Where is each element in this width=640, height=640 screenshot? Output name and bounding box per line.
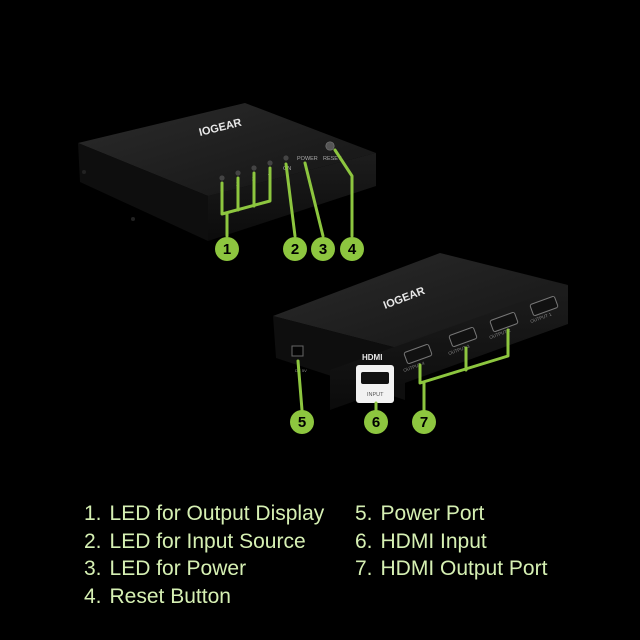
legend-item-1: 1. LED for Output Display — [84, 500, 324, 528]
led-3 — [251, 165, 257, 171]
callout-circle-3 — [311, 237, 335, 261]
reset-label: RESET — [323, 156, 342, 162]
hdmi-output-port-3[interactable] — [448, 326, 478, 348]
power-label: POWER — [297, 156, 318, 162]
legend-item-4: 4. Reset Button — [84, 583, 324, 611]
legend-item-2: 2. LED for Input Source — [84, 528, 324, 556]
callout-circle-5 — [290, 410, 314, 434]
callout-circle-6 — [364, 410, 388, 434]
callout-circle-4 — [340, 237, 364, 261]
legend-number: 6. — [355, 529, 373, 553]
hdmi-output-port-1[interactable] — [529, 295, 559, 317]
legend-text: LED for Power — [109, 557, 247, 580]
callout-circle-2 — [283, 237, 307, 261]
hdmi-input-label: INPUT — [367, 392, 384, 398]
bottom-device-top-face — [273, 253, 568, 350]
legend-text: LED for Input Source — [109, 529, 306, 553]
dc-label: DC 5V — [295, 368, 307, 373]
legend-item-7: 7. HDMI Output Port — [355, 555, 547, 583]
legend-number: 1. — [84, 502, 102, 525]
legend-number: 4. — [84, 584, 102, 608]
callout-number-4: 4 — [348, 241, 357, 258]
led-power — [283, 155, 289, 161]
power-port[interactable] — [291, 345, 304, 357]
top-callout-lines — [220, 148, 354, 238]
legend-right-column: 5. Power Port 6. HDMI Input 7. HDMI Outp… — [355, 500, 547, 583]
hdmi-output-port-4[interactable] — [403, 343, 433, 365]
switch-front-view: IOGEAR 1 2 3 4 ON POWER RESET — [78, 103, 376, 241]
legend-text: LED for Output Display — [109, 502, 325, 525]
legend-text: Power Port — [380, 502, 485, 525]
legend-left-column: 1. LED for Output Display 2. LED for Inp… — [84, 500, 324, 610]
legend-text: HDMI Input — [380, 529, 487, 553]
screw-right — [131, 217, 135, 221]
callout-number-7: 7 — [420, 414, 428, 431]
screw-left — [82, 170, 86, 174]
legend-text: HDMI Output Port — [380, 557, 548, 580]
legend-item-3: 3. LED for Power — [84, 555, 324, 583]
callout-number-6: 6 — [372, 414, 380, 431]
top-device-left-side — [78, 143, 208, 241]
callout-circle-7 — [412, 410, 436, 434]
switch-rear-view: IOGEAR DC 5V HDMI INPUT OUTPUT 4 OUTPUT … — [273, 253, 568, 410]
legend-number: 2. — [84, 529, 102, 553]
legend-number: 5. — [355, 502, 373, 525]
top-device-front-face — [208, 153, 376, 241]
legend-number: 3. — [84, 557, 102, 580]
top-device-top-face — [78, 103, 376, 196]
led-1 — [219, 175, 225, 181]
callout-circle-1 — [215, 237, 239, 261]
hdmi-logo: HDMI — [362, 353, 382, 362]
legend-number: 7. — [355, 557, 373, 580]
legend-item-6: 6. HDMI Input — [355, 528, 547, 556]
callout-number-1: 1 — [223, 241, 231, 258]
callout-number-5: 5 — [298, 414, 306, 431]
legend-text: Reset Button — [109, 584, 231, 608]
led-2 — [235, 170, 241, 176]
bottom-callout-lines — [296, 328, 510, 412]
reset-button[interactable] — [325, 141, 335, 151]
hdmi-output-port-2[interactable] — [489, 311, 519, 333]
legend-item-5: 5. Power Port — [355, 500, 547, 528]
led-4 — [267, 160, 273, 166]
callout-markers: 1 2 3 4 5 6 7 — [215, 237, 436, 434]
hdmi-input-port[interactable] — [361, 372, 389, 384]
callout-number-2: 2 — [291, 241, 299, 258]
callout-number-3: 3 — [319, 241, 327, 258]
